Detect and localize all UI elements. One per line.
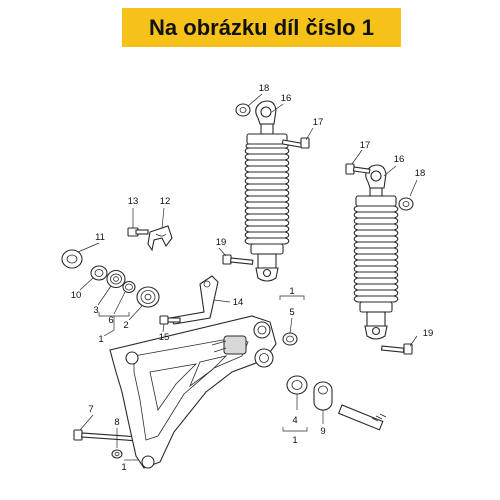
- bracket-12: [147, 225, 173, 252]
- callout-17-left: 17: [313, 117, 324, 128]
- callout-10: 10: [71, 290, 82, 301]
- callout-18-right: 18: [415, 168, 426, 179]
- bolt-17-left: [281, 137, 310, 149]
- bushing-4: [286, 375, 308, 395]
- callout-1-bottom-group: 1: [292, 435, 297, 446]
- bearing-2: [136, 286, 160, 308]
- callout-5: 5: [289, 307, 294, 318]
- bolt-17-right: [345, 163, 371, 175]
- callout-17-right: 17: [360, 140, 371, 151]
- callout-8: 8: [114, 417, 119, 428]
- callout-2: 2: [123, 320, 128, 331]
- callout-16-left: 16: [281, 93, 292, 104]
- right-shock-absorber: [353, 164, 399, 340]
- circlip-6: [122, 280, 136, 294]
- callout-labels: 18 16 17 17 16 18 13 12 11 19 10 3 6 2 1…: [71, 83, 434, 473]
- callout-11: 11: [95, 232, 105, 243]
- collar-5: [282, 332, 298, 346]
- callout-6: 6: [108, 315, 113, 326]
- title-banner: Na obrázku díl číslo 1: [122, 8, 401, 47]
- nut-18-right: [398, 197, 414, 211]
- bracket-14: [169, 275, 219, 325]
- leader-lines: [77, 93, 418, 461]
- callout-15: 15: [159, 332, 170, 343]
- collar-9: [313, 381, 333, 411]
- callout-7: 7: [88, 404, 93, 415]
- callout-1-swing-arm: 1: [121, 462, 126, 473]
- washer-8: [111, 449, 123, 459]
- axle-shaft: [337, 404, 387, 431]
- nut-18-left: [235, 103, 251, 117]
- callout-18-left: 18: [259, 83, 270, 94]
- callout-19-left: 19: [216, 237, 227, 248]
- callout-12: 12: [160, 196, 171, 207]
- callout-1-left-group: 1: [98, 334, 103, 345]
- banner-text: Na obrázku díl číslo 1: [149, 14, 374, 40]
- callout-3: 3: [93, 305, 98, 316]
- swing-arm: [109, 315, 277, 469]
- callout-9: 9: [320, 426, 325, 437]
- callout-14: 14: [233, 297, 244, 308]
- collar-11: [61, 249, 83, 269]
- bolt-7: [73, 429, 139, 442]
- callout-19-right: 19: [423, 328, 434, 339]
- callout-13: 13: [128, 196, 139, 207]
- callout-1-right-group-top: 1: [289, 286, 294, 297]
- left-shock-absorber: [244, 100, 290, 282]
- bolt-19-left: [222, 254, 254, 265]
- bolt-19-right: [380, 343, 413, 355]
- bearing-3: [106, 269, 126, 289]
- callout-16-right: 16: [394, 154, 405, 165]
- callout-4: 4: [292, 415, 297, 426]
- bolt-13: [127, 227, 149, 237]
- washer-10: [90, 265, 108, 281]
